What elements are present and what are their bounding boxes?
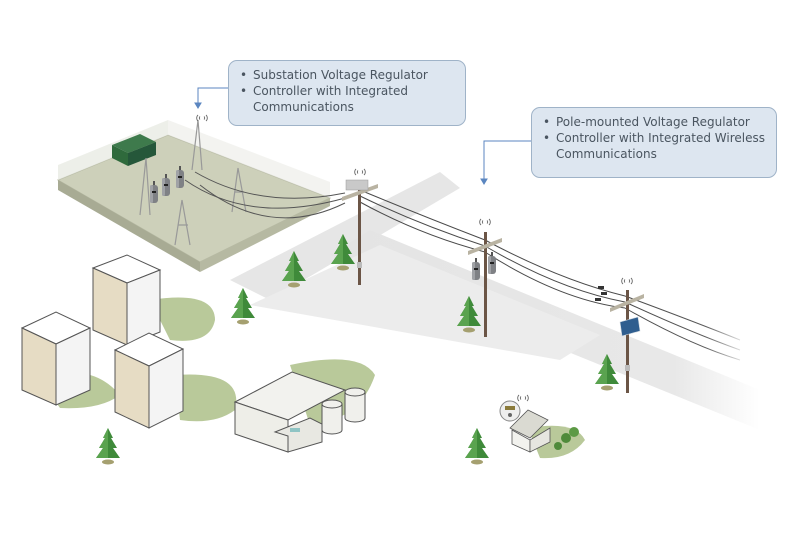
callout-pointers	[194, 87, 531, 185]
house	[499, 394, 585, 459]
factory	[233, 359, 375, 453]
wireless-signal-icon	[621, 277, 633, 285]
pole-3	[595, 277, 644, 393]
smart-meter-icon	[499, 400, 521, 422]
wireless-signal-icon	[479, 218, 491, 226]
power-lines	[359, 189, 741, 361]
callout-item: Controller with Integrated Communication…	[239, 83, 457, 115]
callout-item: Pole-mounted Voltage Regulator	[542, 114, 768, 130]
callout-item: Substation Voltage Regulator	[239, 67, 457, 83]
substation	[56, 114, 346, 272]
solar-panel	[619, 316, 641, 337]
pole-1	[342, 168, 378, 285]
callout-item: Controller with Integrated Wireless Comm…	[542, 130, 768, 162]
substation-tank	[112, 134, 156, 166]
wireless-signal-icon	[354, 168, 366, 176]
pole-2	[468, 218, 502, 337]
callout-pole-mounted-regulator: Pole-mounted Voltage Regulator Controlle…	[531, 107, 777, 178]
wireless-signal-icon	[517, 394, 529, 402]
callout-substation-regulator: Substation Voltage Regulator Controller …	[228, 60, 466, 126]
office-buildings	[20, 254, 237, 429]
